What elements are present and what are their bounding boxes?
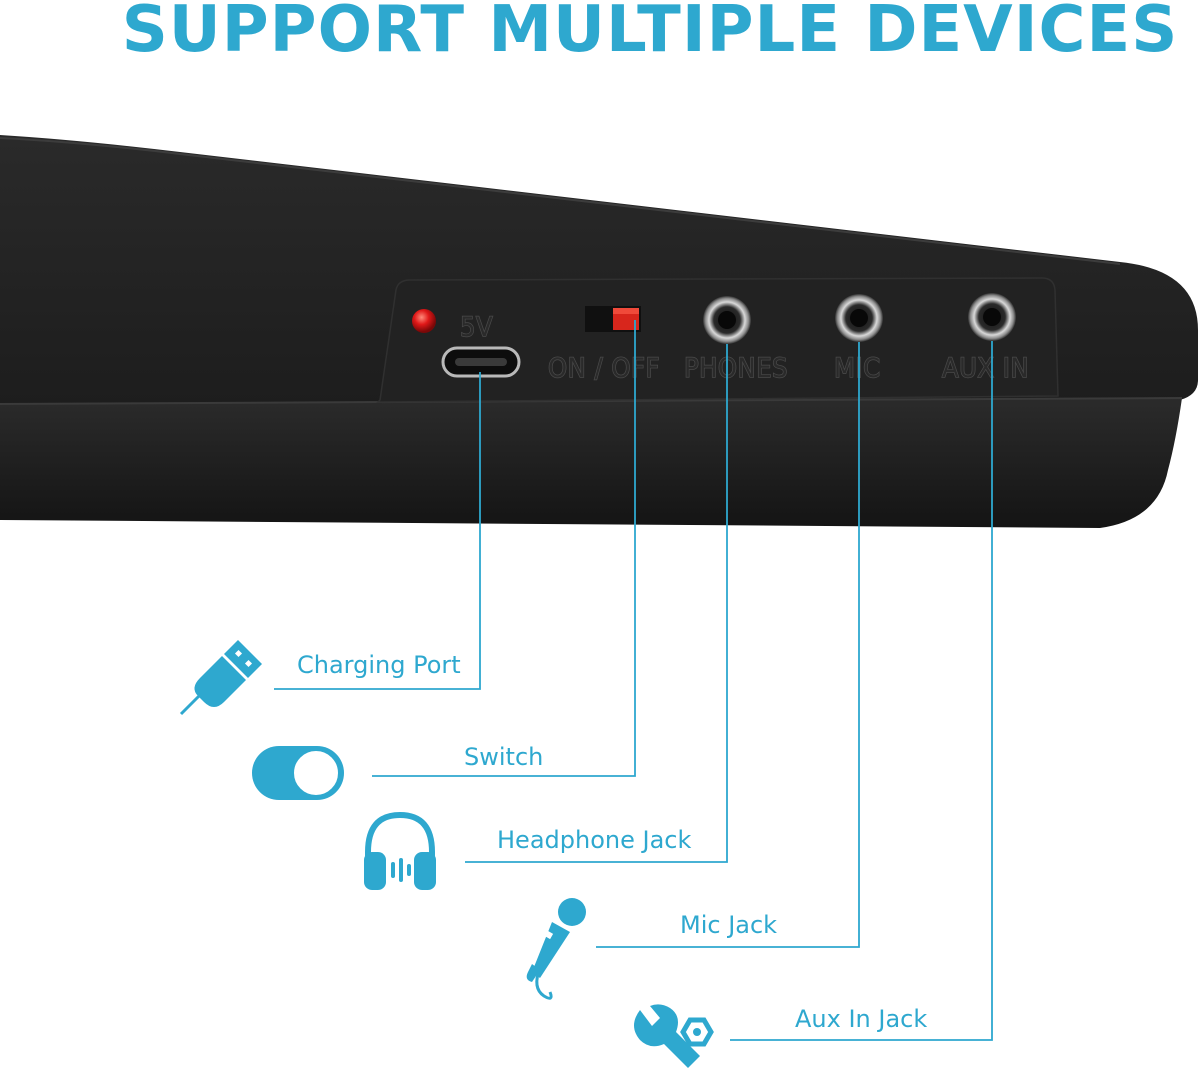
leader-mic bbox=[596, 342, 860, 948]
page-title: SUPPORT MULTIPLE DEVICES bbox=[121, 0, 1179, 67]
callout-headphone-jack: Headphone Jack bbox=[497, 826, 692, 854]
wrench-nut-icon bbox=[634, 1004, 714, 1068]
microphone-icon bbox=[526, 898, 586, 1000]
toggle-switch-icon bbox=[252, 746, 344, 800]
mic-label: MIC bbox=[834, 353, 881, 384]
callout-charging-port: Charging Port bbox=[297, 651, 461, 679]
usb-plug-icon bbox=[179, 640, 262, 716]
power-switch bbox=[585, 306, 641, 332]
leader-aux bbox=[730, 341, 993, 1041]
usb-c-port bbox=[441, 346, 521, 378]
aux-label: AUX IN bbox=[942, 353, 1029, 384]
leader-lines bbox=[274, 320, 993, 1041]
power-label: 5V bbox=[460, 312, 493, 343]
leader-charging bbox=[274, 372, 481, 690]
power-led bbox=[412, 309, 436, 333]
leader-headphone bbox=[465, 344, 728, 863]
headphones-icon bbox=[364, 811, 436, 890]
callout-mic-jack: Mic Jack bbox=[680, 911, 778, 939]
callout-aux-in-jack: Aux In Jack bbox=[795, 1005, 928, 1033]
callout-switch: Switch bbox=[464, 743, 544, 771]
leader-switch bbox=[372, 320, 636, 777]
switch-label: ON / OFF bbox=[548, 353, 660, 384]
phones-label: PHONES bbox=[684, 353, 788, 384]
